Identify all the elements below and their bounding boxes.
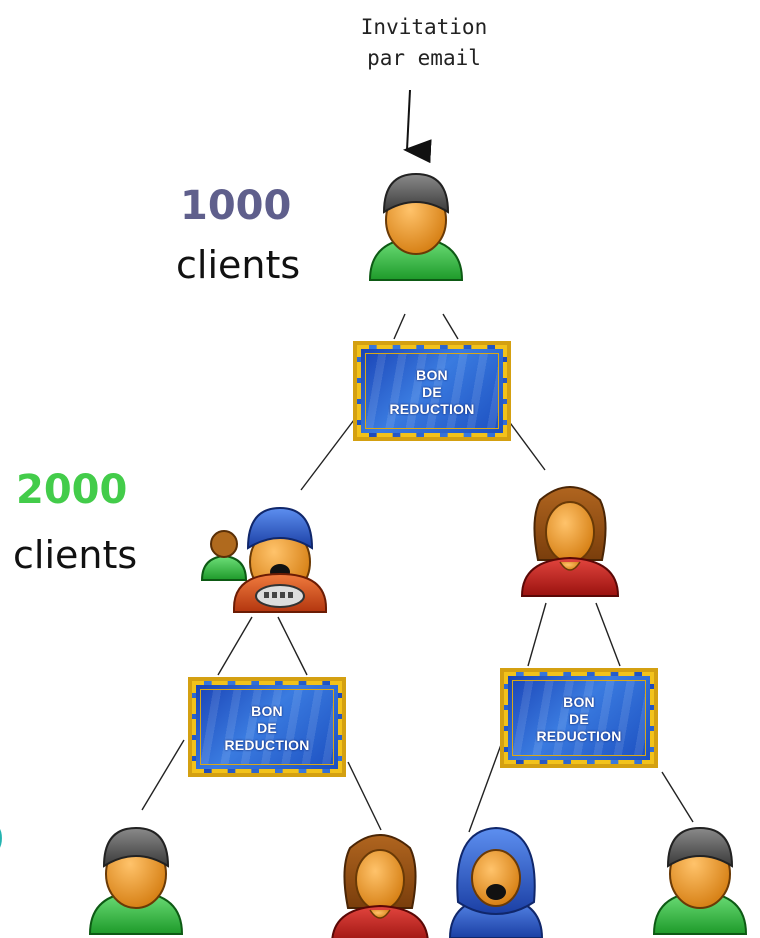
- edge: [527, 602, 547, 667]
- coupon-line-1: BON: [563, 694, 595, 710]
- edge: [347, 761, 382, 831]
- coupon-icon: BON DE REDUCTION: [188, 677, 346, 777]
- level-2-unit: clients: [13, 533, 138, 577]
- coupon-line-1: BON: [251, 703, 283, 719]
- level-1-unit: clients: [176, 243, 301, 287]
- coupon-line-2: DE: [257, 720, 277, 736]
- edge: [217, 616, 253, 676]
- edge: [141, 739, 185, 811]
- level-3-count: 0: [0, 820, 4, 860]
- invitation-arrow: [403, 89, 432, 164]
- invitation-label: Invitation par email: [344, 12, 504, 74]
- edge: [468, 741, 503, 833]
- level-2-count: 2000: [16, 467, 128, 513]
- edge: [442, 313, 459, 340]
- invitation-line-2: par email: [367, 46, 481, 70]
- coupon-icon: BON DE REDUCTION: [500, 668, 658, 768]
- coupon-line-2: DE: [569, 711, 589, 727]
- coupon-line-3: REDUCTION: [536, 728, 622, 744]
- edge: [595, 602, 621, 667]
- invitation-line-1: Invitation: [360, 15, 488, 39]
- level-1-count: 1000: [180, 183, 292, 229]
- coupon-line-3: REDUCTION: [224, 737, 310, 753]
- edge: [393, 313, 406, 340]
- coupon-line-3: REDUCTION: [389, 401, 475, 417]
- coupon-line-2: DE: [422, 384, 442, 400]
- edge: [661, 771, 694, 823]
- coupon-line-1: BON: [416, 367, 448, 383]
- edge: [277, 616, 308, 676]
- edge: [504, 415, 546, 471]
- coupon-icon: BON DE REDUCTION: [353, 341, 511, 441]
- edge: [300, 411, 361, 491]
